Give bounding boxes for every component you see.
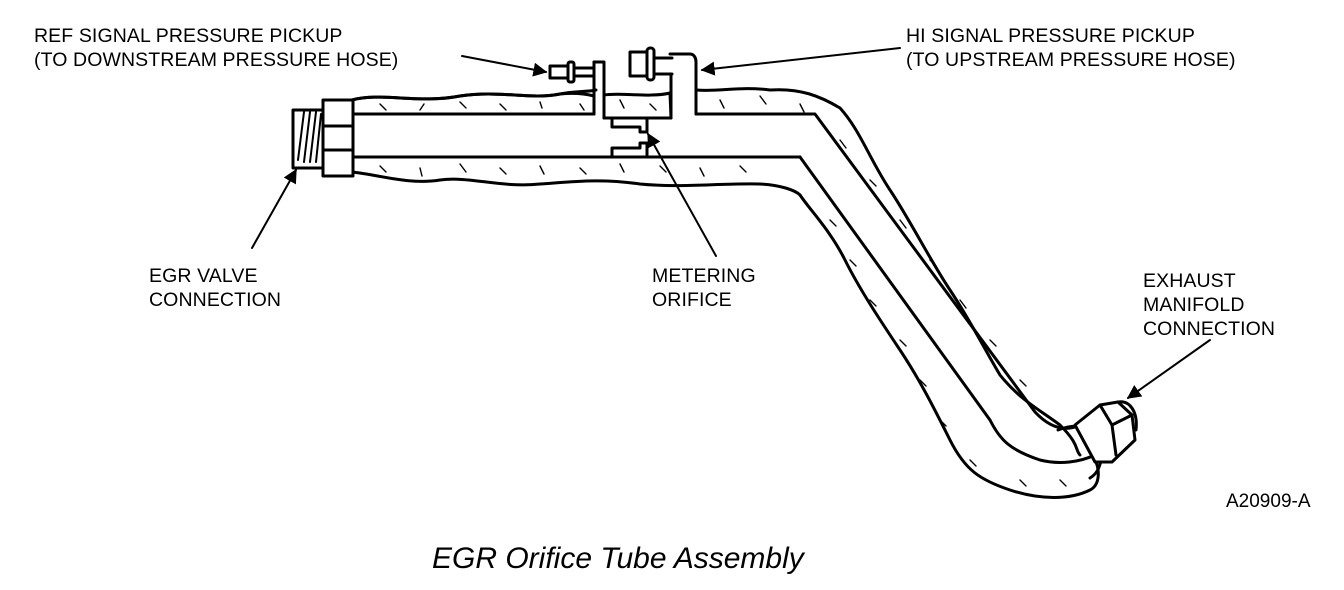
- egr-valve-label-line1: EGR VALVE: [149, 265, 258, 287]
- figure-id: A20909-A: [1226, 491, 1311, 512]
- figure-caption: EGR Orifice Tube Assembly: [432, 542, 806, 575]
- ref-signal-label-line1: REF SIGNAL PRESSURE PICKUP: [34, 25, 343, 47]
- exhaust-manifold-leader: [1126, 339, 1211, 399]
- callout-metering-orifice: METERING ORIFICE: [652, 265, 756, 311]
- exhaust-manifold-nut: [1073, 400, 1138, 464]
- ref-signal-leader: [461, 55, 548, 77]
- hi-signal-pickup: [628, 46, 698, 120]
- leader-lines: [251, 47, 1211, 399]
- egr-valve-leader: [251, 168, 297, 249]
- callout-exhaust-manifold: EXHAUST MANIFOLD CONNECTION: [1143, 270, 1275, 340]
- exhaust-manifold-label-line2: MANIFOLD: [1143, 294, 1245, 316]
- hi-signal-label-line1: HI SIGNAL PRESSURE PICKUP: [906, 25, 1195, 47]
- callout-egr-valve: EGR VALVE CONNECTION: [149, 265, 281, 311]
- insulation-wrap-lower-left: [350, 170, 802, 197]
- callout-hi-signal: HI SIGNAL PRESSURE PICKUP (TO UPSTREAM P…: [906, 25, 1236, 71]
- tube-assembly: [291, 46, 1138, 499]
- hi-signal-leader: [700, 47, 901, 76]
- metering-orifice-plate: [610, 116, 649, 159]
- hex-nut: [321, 98, 355, 178]
- ref-signal-label-line2: (TO DOWNSTREAM PRESSURE HOSE): [34, 49, 398, 71]
- metering-orifice-label-line2: ORIFICE: [652, 289, 732, 311]
- egr-valve-label-line2: CONNECTION: [149, 289, 281, 311]
- hi-signal-label-line2: (TO UPSTREAM PRESSURE HOSE): [906, 49, 1236, 71]
- insulation-texture: [379, 95, 1067, 487]
- exhaust-manifold-label-line3: CONNECTION: [1143, 318, 1275, 340]
- ref-signal-pickup: [548, 60, 606, 120]
- callout-ref-signal: REF SIGNAL PRESSURE PICKUP (TO DOWNSTREA…: [34, 25, 398, 71]
- exhaust-manifold-label-line1: EXHAUST: [1143, 270, 1236, 292]
- egr-valve-fitting: [291, 98, 355, 178]
- insulation-wrap-left: [350, 88, 598, 102]
- metering-orifice-leader: [647, 132, 717, 257]
- metering-orifice-label-line1: METERING: [652, 265, 756, 287]
